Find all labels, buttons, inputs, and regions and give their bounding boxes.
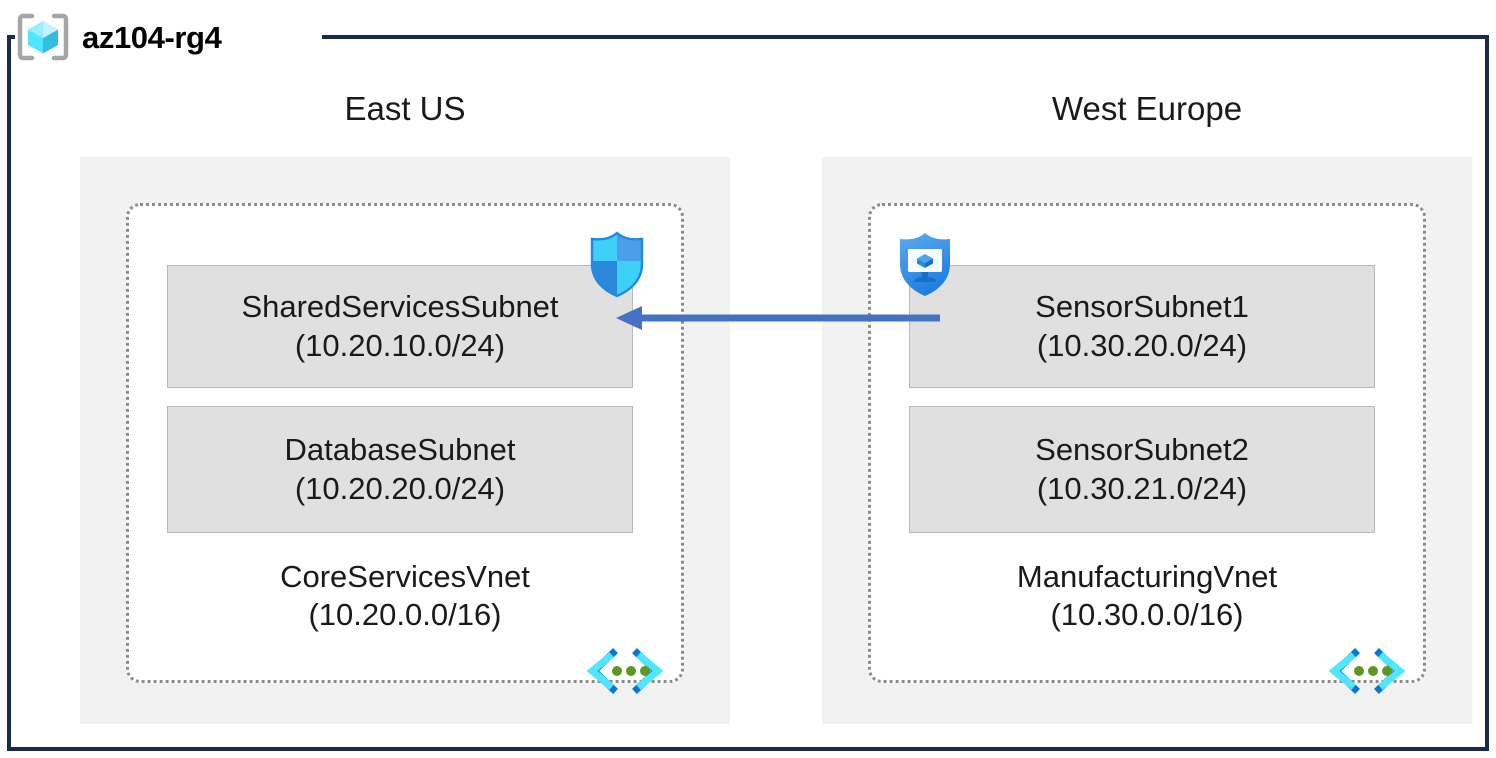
- vnet-peering-icon[interactable]: [1329, 648, 1405, 694]
- region-label-east-us: East US: [344, 90, 466, 127]
- subnet-sensor-1[interactable]: SensorSubnet1 (10.30.20.0/24): [909, 265, 1375, 388]
- vnet-caption-core-services: CoreServicesVnet (10.20.0.0/16): [129, 558, 681, 635]
- subnet-cidr: (10.30.20.0/24): [1036, 327, 1248, 363]
- vnet-cidr: (10.20.0.0/16): [308, 597, 502, 633]
- vnet-peering-icon[interactable]: [587, 648, 663, 694]
- subnet-name: SensorSubnet2: [1035, 432, 1249, 468]
- vnet-cidr: (10.30.0.0/16): [1050, 597, 1244, 633]
- resource-group-cube-icon: [17, 13, 69, 61]
- subnet-sensor-2[interactable]: SensorSubnet2 (10.30.21.0/24): [909, 406, 1375, 533]
- vnet-name: ManufacturingVnet: [1016, 559, 1278, 594]
- vnet-core-services[interactable]: SharedServicesSubnet (10.20.10.0/24) Dat…: [126, 203, 684, 694]
- resource-group-name: az104-rg4: [82, 19, 222, 55]
- vnet-connection-arrow: [616, 306, 940, 330]
- subnet-cidr: (10.20.20.0/24): [294, 470, 506, 506]
- subnet-name: DatabaseSubnet: [284, 432, 516, 468]
- subnet-database[interactable]: DatabaseSubnet (10.20.20.0/24): [167, 406, 633, 533]
- vnet-caption-manufacturing: ManufacturingVnet (10.30.0.0/16): [871, 558, 1423, 635]
- resource-group-frame: [7, 35, 1489, 751]
- resource-group-title: az104-rg4: [14, 8, 222, 66]
- azure-firewall-shield-icon[interactable]: [581, 228, 653, 300]
- resource-group-border-top-left: [7, 35, 15, 39]
- subnet-name: SensorSubnet1: [1035, 289, 1249, 325]
- region-label-west-europe: West Europe: [1051, 90, 1243, 127]
- subnet-shared-services[interactable]: SharedServicesSubnet (10.20.10.0/24): [167, 265, 633, 388]
- resource-group-border-top-right: [322, 35, 1489, 39]
- vnet-name: CoreServicesVnet: [280, 559, 530, 594]
- subnet-cidr: (10.20.10.0/24): [294, 327, 506, 363]
- vnet-manufacturing[interactable]: SensorSubnet1 (10.30.20.0/24) SensorSubn…: [868, 203, 1426, 694]
- subnet-cidr: (10.30.21.0/24): [1036, 470, 1248, 506]
- azure-bastion-shield-icon[interactable]: [889, 228, 961, 300]
- subnet-name: SharedServicesSubnet: [241, 289, 559, 325]
